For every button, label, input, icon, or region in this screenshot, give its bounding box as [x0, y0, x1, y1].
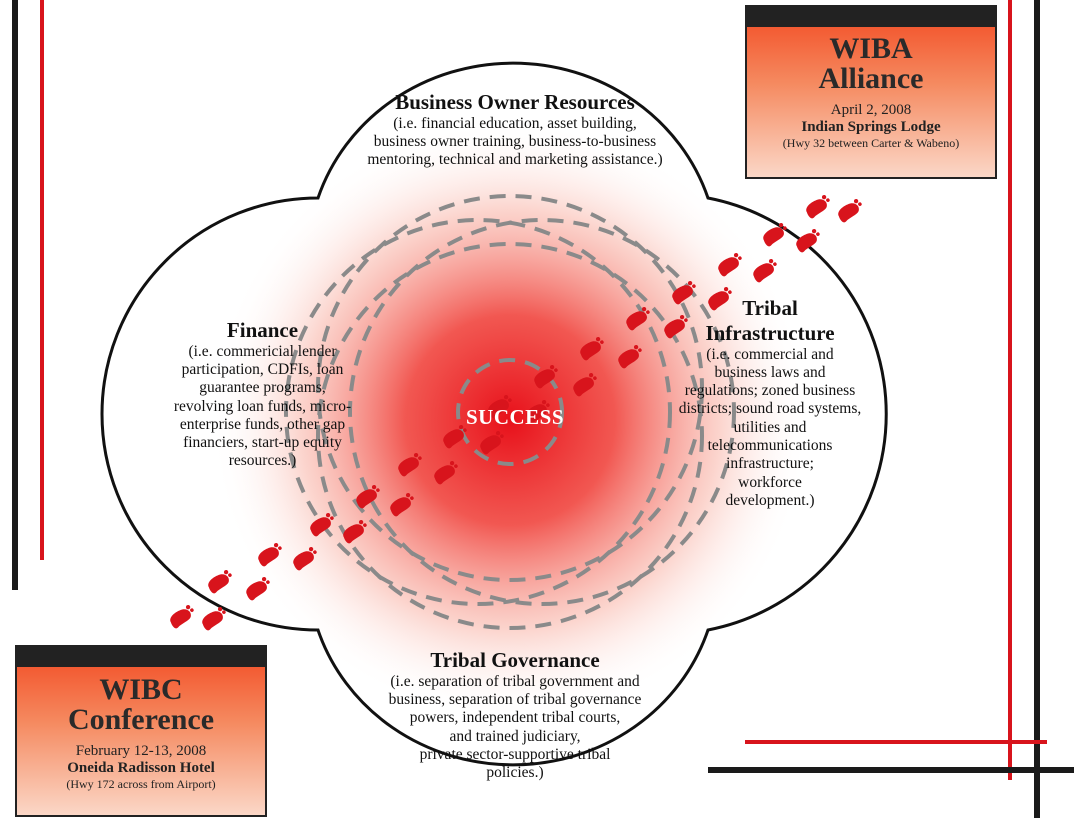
event-venue: Oneida Radisson Hotel: [67, 760, 215, 776]
event-date: April 2, 2008: [830, 102, 912, 118]
petal-tribal-governance: Tribal Governance (i.e. separation of tr…: [340, 648, 690, 782]
petal-body-line: regulations; zoned business: [684, 382, 856, 400]
frame-bottom-black-line: [708, 767, 1074, 773]
petal-outline: [100, 61, 888, 767]
petal-body-line: business owner training, business-to-bus…: [373, 133, 657, 151]
petal-body-line: utilities and: [733, 418, 807, 436]
petal-body-line: private sector-supportive tribal: [419, 745, 611, 763]
frame-right-black-line: [1034, 0, 1040, 818]
event-date: February 12-13, 2008: [75, 743, 207, 759]
petal-tribal-infrastructure: Tribal Infrastructure (i.e. commercial a…: [660, 296, 880, 510]
petal-title: Business Owner Resources: [395, 90, 635, 114]
petal-body-line: resources.): [228, 452, 297, 470]
petal-body-line: districts; sound road systems,: [678, 400, 862, 418]
event-note: (Hwy 32 between Carter & Wabeno): [782, 136, 960, 150]
petal-body-line: powers, independent tribal courts,: [409, 709, 621, 727]
petal-body-line: (i.e. commercial and: [706, 345, 834, 363]
petal-body-line: policies.): [486, 764, 544, 782]
event-venue: Indian Springs Lodge: [801, 119, 941, 135]
event-name-line: WIBC: [99, 673, 183, 706]
petal-body-line: participation, CDFIs, loan: [181, 361, 344, 379]
frame-left-black-line: [12, 0, 18, 590]
petal-body-line: financiers, start-up equity: [183, 434, 342, 452]
event-note: (Hwy 172 across from Airport): [66, 777, 216, 791]
event-name-line: Alliance: [818, 62, 924, 95]
petal-body-line: business, separation of tribal governanc…: [388, 691, 642, 709]
petal-body-line: telecommunications: [707, 436, 833, 454]
event-name-line: Conference: [67, 703, 215, 736]
petal-body-line: mentoring, technical and marketing assis…: [367, 151, 663, 169]
petal-title-line: Infrastructure: [705, 320, 835, 345]
petal-body-line: (i.e. separation of tribal government an…: [390, 672, 640, 690]
petal-body-line: business laws and: [714, 363, 826, 381]
petal-body-line: revolving loan funds, micro-: [173, 397, 352, 415]
petal-title: Tribal Governance: [430, 648, 600, 672]
frame-left-red-line: [40, 0, 44, 560]
box-header-bar: [15, 645, 267, 667]
petal-title: Finance: [226, 318, 299, 342]
petal-body-line: (i.e. commericial lender: [188, 342, 337, 360]
box-header-bar: [745, 5, 997, 27]
dashed-overlap-circles: [284, 194, 736, 630]
event-name-line: WIBA: [829, 32, 913, 65]
petal-body-line: development.): [725, 491, 815, 509]
petal-business-owner-resources: Business Owner Resources (i.e. financial…: [330, 90, 700, 170]
petal-finance: Finance (i.e. commericial lender partici…: [150, 318, 375, 471]
center-success-label: SUCCESS: [465, 405, 565, 429]
petal-body-line: enterprise funds, other gap: [179, 415, 346, 433]
petal-body-line: workforce: [738, 473, 802, 491]
wiba-alliance-box: WIBA Alliance April 2, 2008 Indian Sprin…: [745, 5, 997, 179]
petal-body-line: and trained judiciary,: [449, 727, 581, 745]
frame-bottom-red-line: [745, 740, 1047, 744]
petal-body-line: infrastructure;: [726, 455, 814, 473]
petal-body-line: guarantee programs,: [199, 379, 326, 397]
petal-title-line: Tribal: [742, 296, 798, 320]
frame-right-red-line: [1008, 0, 1012, 780]
wibc-conference-box: WIBC Conference February 12-13, 2008 One…: [15, 645, 267, 817]
petal-body-line: (i.e. financial education, asset buildin…: [393, 114, 637, 132]
